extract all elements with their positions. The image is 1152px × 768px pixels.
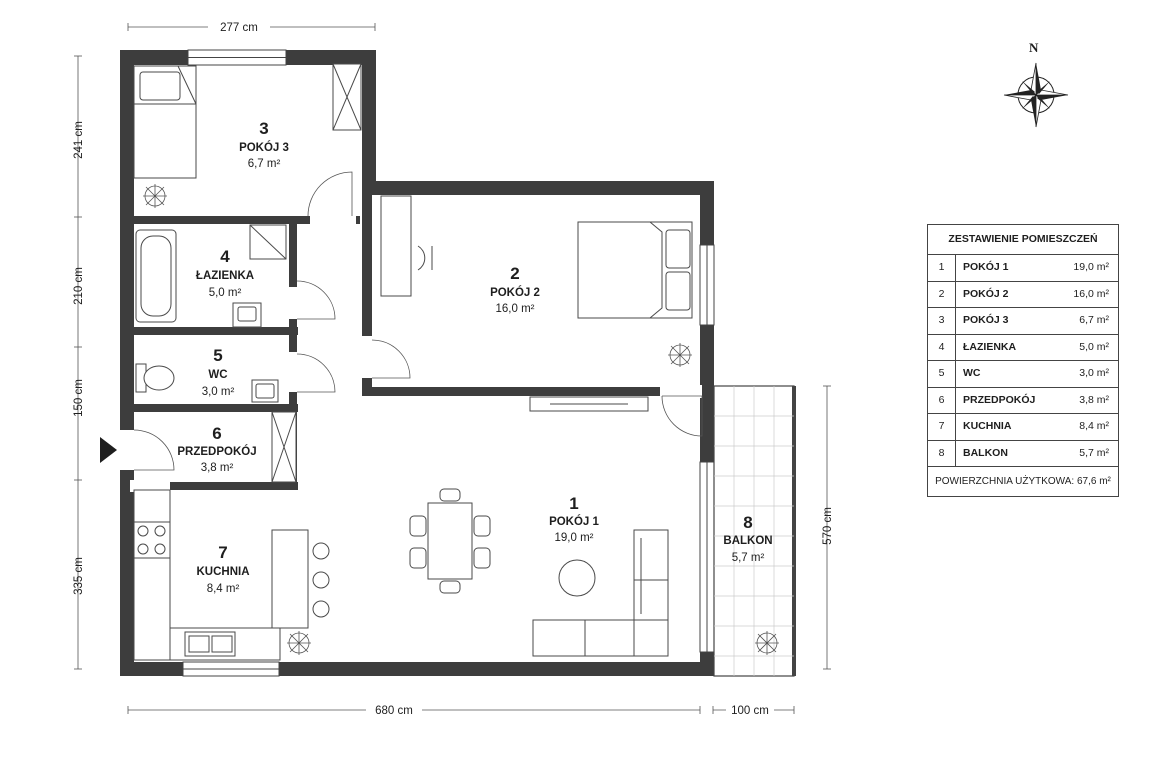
room-name: POKÓJ 3 <box>239 141 289 154</box>
room-area: 16,0 m² <box>496 303 535 315</box>
room-area: 3,0 m² <box>202 386 235 398</box>
dimension-left-2: 210 cm <box>73 267 85 305</box>
room-number: 7 <box>218 543 227 562</box>
dimension-top: 277 cm <box>220 22 258 34</box>
room-number: 8 <box>743 513 752 532</box>
room-number: 1 <box>928 255 956 281</box>
room-label-5: 5 WC 3,0 m² <box>202 346 235 398</box>
dimension-bottom-balcony: 100 cm <box>731 705 769 717</box>
room-label-7: 7 KUCHNIA 8,4 m² <box>196 543 249 595</box>
room-number: 5 <box>213 346 222 365</box>
room-label-4: 4 ŁAZIENKA 5,0 m² <box>196 247 254 299</box>
room-name: PRZEDPOKÓJ <box>177 445 256 458</box>
room-name: KUCHNIA <box>196 566 249 578</box>
room-area: 19,0 m² <box>1073 261 1109 273</box>
room-number: 3 <box>928 308 956 334</box>
doors <box>133 171 703 471</box>
room-label-1: 1 POKÓJ 1 19,0 m² <box>549 494 599 544</box>
room-area: 5,0 m² <box>209 287 242 299</box>
room-area: 16,0 m² <box>1073 287 1109 300</box>
room-name: POKÓJ 3 <box>963 314 1009 326</box>
furniture <box>133 63 693 661</box>
table-row: 1 POKÓJ 1 19,0 m² <box>928 255 1118 282</box>
dimension-lines <box>74 23 831 714</box>
room-label-3: 3 POKÓJ 3 6,7 m² <box>239 119 289 170</box>
openings <box>120 49 715 677</box>
room-name: KUCHNIA <box>963 420 1012 432</box>
table-title: ZESTAWIENIE POMIESZCZEŃ <box>928 225 1118 255</box>
dimension-left-4: 335 cm <box>73 557 85 595</box>
room-name: ŁAZIENKA <box>196 270 254 282</box>
room-number: 6 <box>212 424 221 443</box>
room-name: WC <box>963 367 981 379</box>
room-summary-table: ZESTAWIENIE POMIESZCZEŃ 1 POKÓJ 1 19,0 m… <box>927 224 1119 497</box>
room-area: 6,7 m² <box>248 158 281 170</box>
dimension-bottom-main: 680 cm <box>375 705 413 717</box>
total-area: POWIERZCHNIA UŻYTKOWA: 67,6 m² <box>935 476 1111 487</box>
room-number: 2 <box>510 264 519 283</box>
dimension-left-3: 150 cm <box>73 379 85 417</box>
room-label-2: 2 POKÓJ 2 16,0 m² <box>490 264 540 315</box>
room-number: 1 <box>569 494 578 513</box>
room-number: 6 <box>928 387 956 413</box>
room-area: 3,0 m² <box>1079 367 1109 379</box>
room-area: 8,4 m² <box>1079 420 1109 432</box>
room-number: 8 <box>928 440 956 466</box>
room-number: 4 <box>928 334 956 360</box>
room-name: PRZEDPOKÓJ <box>963 393 1036 406</box>
room-name: POKÓJ 2 <box>490 286 540 299</box>
room-name: POKÓJ 2 <box>963 287 1009 300</box>
compass-north-label: N <box>1029 40 1039 55</box>
room-name: BALKON <box>963 446 1008 459</box>
compass-rose-icon <box>1003 62 1069 128</box>
dimension-right: 570 cm <box>822 507 834 545</box>
room-number: 3 <box>259 119 268 138</box>
room-area: 3,8 m² <box>201 462 234 474</box>
room-name: WC <box>208 369 227 381</box>
dimension-left-1: 241 cm <box>73 121 85 159</box>
room-number: 2 <box>928 281 956 307</box>
balcony <box>713 385 796 677</box>
room-area: 5,7 m² <box>1079 446 1109 459</box>
room-area: 5,0 m² <box>1079 340 1109 353</box>
room-area: 8,4 m² <box>207 583 240 595</box>
room-name: POKÓJ 1 <box>963 261 1009 273</box>
room-label-6: 6 PRZEDPOKÓJ 3,8 m² <box>177 424 256 474</box>
table-row: 6 PRZEDPOKÓJ 3,8 m² <box>928 387 1118 414</box>
entrance-arrow-icon <box>100 437 117 463</box>
room-number: 5 <box>928 361 956 387</box>
table-row: 7 KUCHNIA 8,4 m² <box>928 414 1118 441</box>
table-row: 8 BALKON 5,7 m² <box>928 440 1118 467</box>
table-row: 3 POKÓJ 3 6,7 m² <box>928 308 1118 335</box>
room-name: ŁAZIENKA <box>963 340 1017 353</box>
room-number: 7 <box>928 414 956 440</box>
table-row: 4 ŁAZIENKA 5,0 m² <box>928 334 1118 361</box>
room-labels: 1 POKÓJ 1 19,0 m² 2 POKÓJ 2 16,0 m² 3 PO… <box>177 119 779 655</box>
room-name: POKÓJ 1 <box>549 515 599 528</box>
room-name: BALKON <box>723 535 772 547</box>
room-area: 5,7 m² <box>732 552 765 564</box>
table-row: 2 POKÓJ 2 16,0 m² <box>928 281 1118 308</box>
dimension-labels: 277 cm 680 cm 100 cm 241 cm 210 cm 150 c… <box>73 18 834 718</box>
table-row: 5 WC 3,0 m² <box>928 361 1118 388</box>
room-area: 6,7 m² <box>1079 314 1109 326</box>
room-area: 19,0 m² <box>555 532 594 544</box>
room-area: 3,8 m² <box>1079 393 1109 406</box>
room-label-8: 8 BALKON 5,7 m² <box>723 513 772 564</box>
room-number: 4 <box>220 247 230 266</box>
